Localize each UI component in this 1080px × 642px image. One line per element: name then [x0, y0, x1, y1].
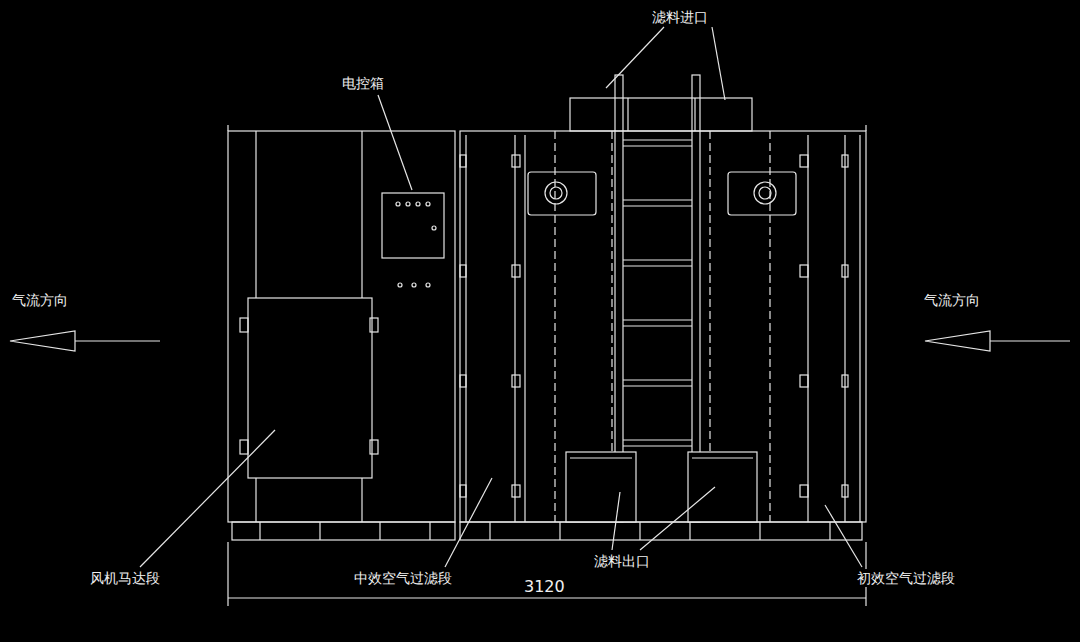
part-label: 风机马达段	[88, 569, 162, 587]
part-label: 初效空气过滤段	[855, 569, 957, 587]
flow-label: 气流方向	[10, 291, 70, 309]
flow-label: 气流方向	[922, 291, 982, 309]
part-label: 电控箱	[340, 74, 386, 92]
part-label: 滤料出口	[592, 552, 652, 570]
dimension: 3120	[522, 578, 567, 596]
part-label: 滤料进口	[650, 8, 710, 26]
part-label: 中效空气过滤段	[352, 569, 454, 587]
